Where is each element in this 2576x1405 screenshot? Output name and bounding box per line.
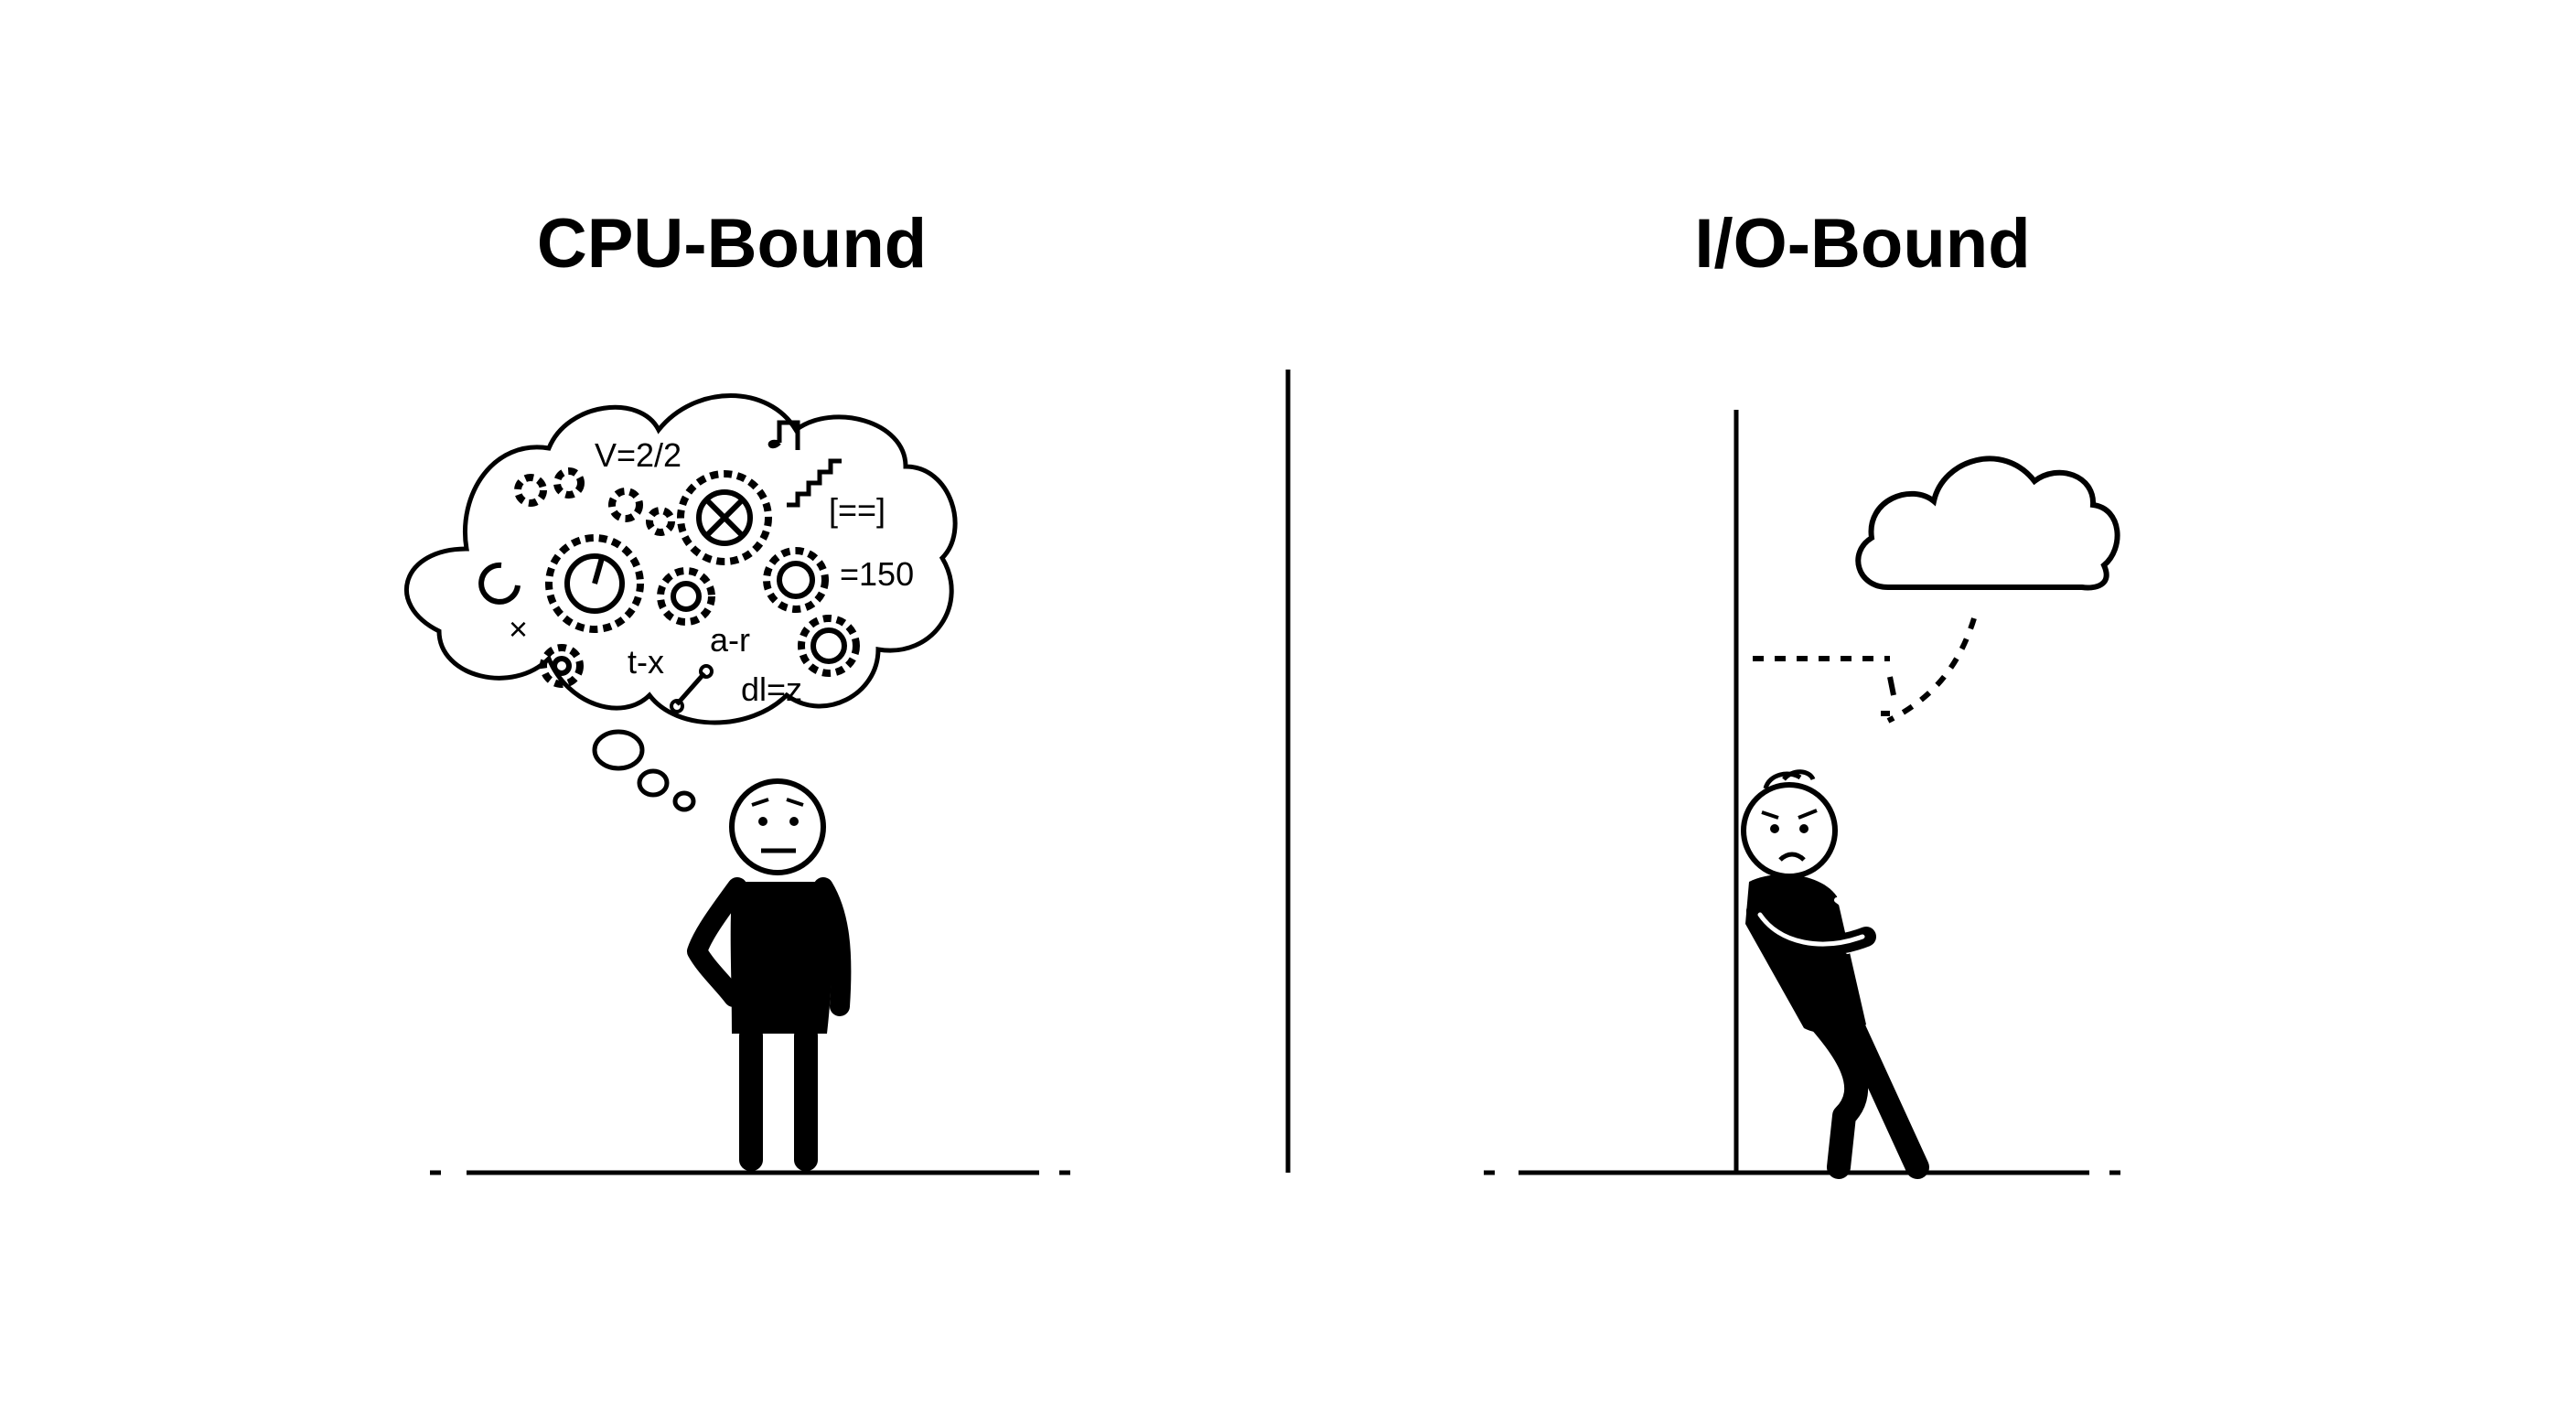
figure-leg-left <box>739 1024 763 1171</box>
thought-trail-medium <box>637 768 670 798</box>
gear-icon <box>540 644 584 688</box>
gear-icon <box>545 534 644 633</box>
cpu-panel: V=2/2 t-x a-r =150 dl=z [==] × <box>403 393 1070 1175</box>
figure-leg-left <box>1803 1003 1869 1179</box>
figure-head <box>1741 782 1838 879</box>
io-panel <box>1484 410 2120 1179</box>
figure-head <box>729 778 826 875</box>
stick-figure-icon <box>687 778 852 1171</box>
waiting-signal-path <box>1886 617 1977 724</box>
gear-icon <box>677 470 772 565</box>
figure-torso <box>1745 874 1866 1034</box>
io-bound-title: I/O-Bound <box>1694 205 2031 283</box>
thought-trail-large <box>592 729 645 771</box>
staircase-doodle <box>787 458 842 508</box>
figure-leg-right <box>1836 1003 1929 1179</box>
cpu-bound-title: CPU-Bound <box>536 205 928 283</box>
gear-icon <box>514 467 675 536</box>
gear-icon <box>798 615 860 677</box>
formula-a-r: a-r <box>710 621 750 659</box>
formula-times: × <box>509 610 528 648</box>
note-doodle <box>767 420 800 450</box>
swirl-doodle <box>478 562 521 605</box>
stick-figure-icon <box>1741 769 1929 1179</box>
formula-dl: dl=z <box>741 670 802 708</box>
link-doodle <box>675 671 706 706</box>
formula-150: =150 <box>840 555 914 593</box>
formula-bracket: [==] <box>829 491 886 529</box>
formula-v: V=2/2 <box>595 436 682 474</box>
figure-arm-left <box>687 877 747 1007</box>
figure-arm-right <box>813 877 852 1016</box>
figure-torso <box>730 882 832 1034</box>
formula-t-x: t-x <box>628 643 664 681</box>
figure-leg-right <box>794 1024 818 1171</box>
gear-icon <box>657 567 715 626</box>
cloud-icon <box>1855 456 2120 591</box>
thought-trail-small <box>672 790 696 812</box>
gear-icon <box>763 547 829 613</box>
